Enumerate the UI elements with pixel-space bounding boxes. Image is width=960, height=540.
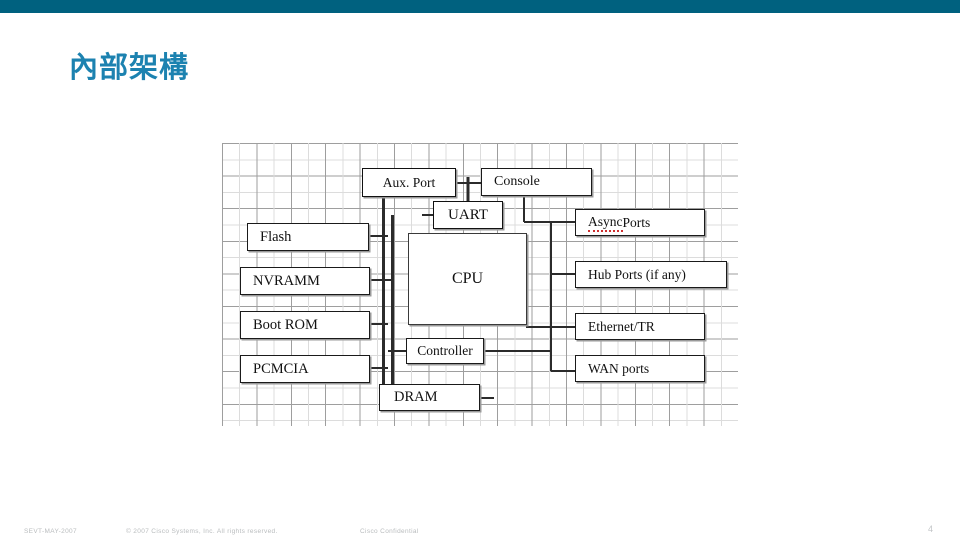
top-accent-bar (0, 0, 960, 13)
node-async-ports[interactable]: Async Ports (575, 209, 705, 236)
top-accent-underline (0, 13, 960, 15)
node-console[interactable]: Console (481, 168, 592, 196)
node-nvramm[interactable]: NVRAMM (240, 267, 370, 295)
footer-confidentiality: Cisco Confidential (360, 528, 419, 535)
node-cpu[interactable]: CPU (408, 233, 527, 325)
footer-copyright: © 2007 Cisco Systems, Inc. All rights re… (126, 528, 278, 535)
node-dram[interactable]: DRAM (379, 384, 480, 411)
node-ethernet-tr[interactable]: Ethernet/TR (575, 313, 705, 340)
diagram-connectors (368, 171, 576, 399)
node-wan-ports[interactable]: WAN ports (575, 355, 705, 382)
node-flash[interactable]: Flash (247, 223, 369, 251)
architecture-diagram: Aux. Port Console UART CPU Flash NVRAMM … (222, 143, 738, 426)
node-uart[interactable]: UART (433, 201, 503, 229)
node-hub-ports[interactable]: Hub Ports (if any) (575, 261, 727, 288)
node-pcmcia[interactable]: PCMCIA (240, 355, 370, 383)
node-aux-port[interactable]: Aux. Port (362, 168, 456, 197)
node-boot-rom[interactable]: Boot ROM (240, 311, 370, 339)
footer-event-code: SEVT-MAY-2007 (24, 528, 77, 535)
page-title: 內部架構 (69, 50, 190, 84)
footer-page-number: 4 (928, 524, 934, 534)
node-controller[interactable]: Controller (406, 338, 484, 364)
